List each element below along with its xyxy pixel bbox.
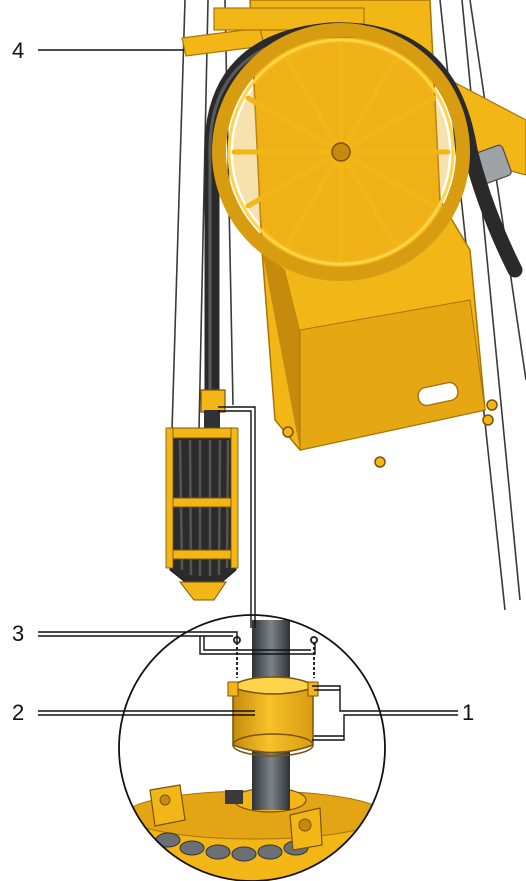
mechanism-block (225, 790, 243, 804)
drill-tip (178, 581, 227, 601)
leader-3-a (38, 631, 238, 643)
sleeve-flange-right (307, 681, 319, 697)
leader-1-a (312, 685, 458, 712)
mast-window (417, 381, 459, 407)
side-rail-right (230, 427, 239, 569)
strap-lower (169, 549, 237, 560)
bracket-bolt-4 (486, 399, 498, 411)
sheave-wheel (212, 23, 470, 281)
base-bolts (155, 832, 309, 862)
sleeve-body (232, 686, 314, 754)
hose-connector (200, 389, 226, 413)
leader-connection-outer (218, 406, 256, 628)
left-bracket (149, 784, 186, 827)
bracket-bolt-2 (374, 456, 386, 468)
callout-3: 3 (12, 621, 24, 646)
mast-shade (262, 250, 300, 450)
detail-view (118, 614, 386, 881)
leader-1-b (312, 714, 458, 741)
sleeve-flange-top (227, 681, 239, 697)
leader-3-d (203, 636, 311, 651)
bracket-bolt-1 (282, 426, 294, 438)
leader-connection-inner (218, 410, 252, 628)
wheel-hub (331, 142, 351, 162)
rope-left-inner (198, 0, 209, 431)
mast-front-face (299, 299, 486, 451)
bracket-bolt-3 (482, 414, 494, 426)
rope-right-3 (469, 0, 526, 381)
wheel-spokes (231, 42, 451, 262)
leader-3-c (199, 636, 316, 655)
pipe-bundle (165, 427, 239, 583)
rope-left-outer (171, 0, 186, 431)
side-rail-left (165, 427, 174, 569)
strap-middle (168, 497, 238, 508)
mast-structure (181, 0, 526, 468)
sleeve-bottom-ring (232, 733, 314, 757)
wheel-rim-outer (212, 23, 470, 281)
strap-top (167, 427, 237, 439)
leader-lines (38, 49, 458, 741)
drill-assembly (165, 389, 239, 601)
clamp-sleeve (227, 676, 319, 757)
wheel-rim-inner (227, 38, 455, 266)
callout-1: 1 (462, 700, 474, 725)
kelly-bar-upper (204, 410, 220, 430)
callout-2: 2 (12, 700, 24, 725)
callout-4: 4 (12, 38, 24, 63)
detail-circle-outline (118, 614, 386, 881)
